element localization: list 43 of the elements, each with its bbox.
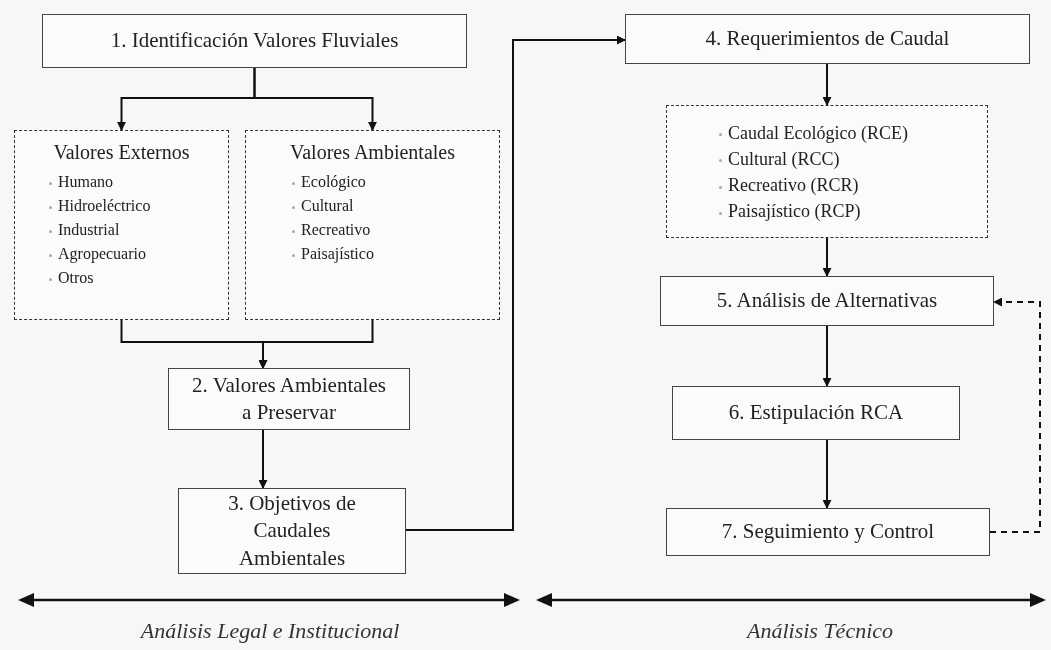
arrow	[822, 63, 832, 106]
box-label: 1. Identificación Valores Fluviales	[110, 27, 399, 55]
section-label: Análisis Técnico	[747, 618, 893, 644]
arrow	[258, 319, 374, 369]
arrow	[405, 35, 626, 531]
list-item: Agropecuario	[49, 242, 146, 266]
dashed-feedback-arrow	[989, 297, 1041, 533]
process-box	[168, 368, 410, 430]
list-item: Industrial	[49, 218, 120, 242]
arrow	[253, 67, 377, 131]
list-item: Ecológico	[292, 170, 366, 194]
box-label: 2. Valores Ambientales a Preservar	[191, 371, 387, 426]
process-box	[625, 14, 1030, 64]
arrow	[822, 237, 832, 277]
process-box	[672, 386, 960, 440]
list-item: Paisajístico (RCP)	[719, 198, 861, 225]
dashed-group-box	[14, 130, 229, 320]
process-box	[42, 14, 467, 68]
box-label: 5. Análisis de Alternativas	[716, 287, 938, 315]
arrow	[822, 325, 832, 387]
list-item: Cultural (RCC)	[719, 146, 840, 173]
box-label: 6. Estipulación RCA	[728, 399, 904, 427]
list-item: Caudal Ecológico (RCE)	[719, 120, 908, 147]
arrow	[822, 439, 832, 509]
arrow	[258, 429, 268, 489]
box-heading: Valores Ambientales	[289, 141, 456, 164]
box-label: 3. Objetivos de Caudales Ambientales	[227, 490, 357, 572]
box-heading: Valores Externos	[52, 141, 191, 164]
process-box	[666, 508, 990, 556]
box-label: 4. Requerimientos de Caudal	[705, 25, 950, 53]
box-label: 7. Seguimiento y Control	[721, 518, 935, 546]
list-item: Recreativo (RCR)	[719, 172, 859, 199]
list-item: Humano	[49, 170, 114, 194]
section-label: Análisis Legal e Institucional	[140, 618, 400, 644]
process-box	[178, 488, 406, 574]
list-item: Hidroeléctrico	[49, 194, 151, 218]
dashed-group-box	[666, 105, 988, 238]
dashed-group-box	[245, 130, 500, 320]
list-item: Otros	[49, 266, 94, 290]
process-box	[660, 276, 994, 326]
list-item: Cultural	[292, 194, 354, 218]
list-item: Paisajístico	[292, 242, 374, 266]
list-item: Recreativo	[292, 218, 371, 242]
